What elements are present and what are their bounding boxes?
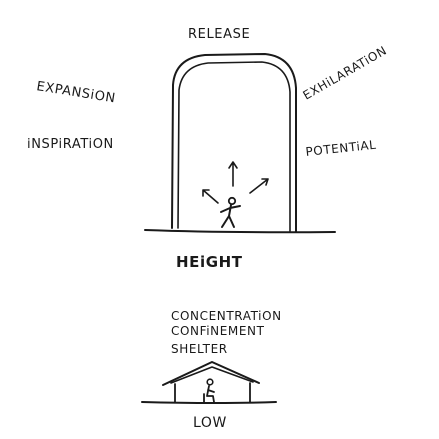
label-release: RELEASE <box>188 27 250 42</box>
arch-inner-line <box>177 61 291 232</box>
label-shelter: SHELTER <box>171 342 228 356</box>
tall-space-drawing <box>144 53 336 234</box>
figure-arms-raised <box>220 196 241 228</box>
low-ground-line <box>141 401 277 404</box>
label-concentration: CONCENTRATiON <box>171 309 282 323</box>
seated-figure-head <box>206 378 214 386</box>
roof-outer-line <box>162 361 260 386</box>
label-exhilaration: EXHiLARATiON <box>301 43 390 102</box>
arrow-up-left <box>202 189 219 204</box>
tall-ground-line <box>144 229 336 234</box>
figure-seated <box>203 378 215 403</box>
arch-outer-line <box>171 53 297 233</box>
label-expansion: EXPANSiON <box>35 79 116 106</box>
low-space-drawing <box>141 361 277 404</box>
figure-head <box>227 196 237 206</box>
label-confinement: CONFiNEMENT <box>171 324 265 338</box>
arrow-up <box>228 161 238 187</box>
label-low: LOW <box>193 415 227 431</box>
label-potential: POTENTiAL <box>305 138 377 159</box>
seated-figure-body <box>203 385 215 403</box>
label-inspiration: iNSPiRATiON <box>27 137 114 152</box>
figure-body <box>220 204 241 228</box>
roof-inner-line <box>170 366 254 384</box>
upward-arrows <box>202 161 269 204</box>
label-height: HEiGHT <box>176 253 243 271</box>
arrow-up-right <box>249 178 269 194</box>
